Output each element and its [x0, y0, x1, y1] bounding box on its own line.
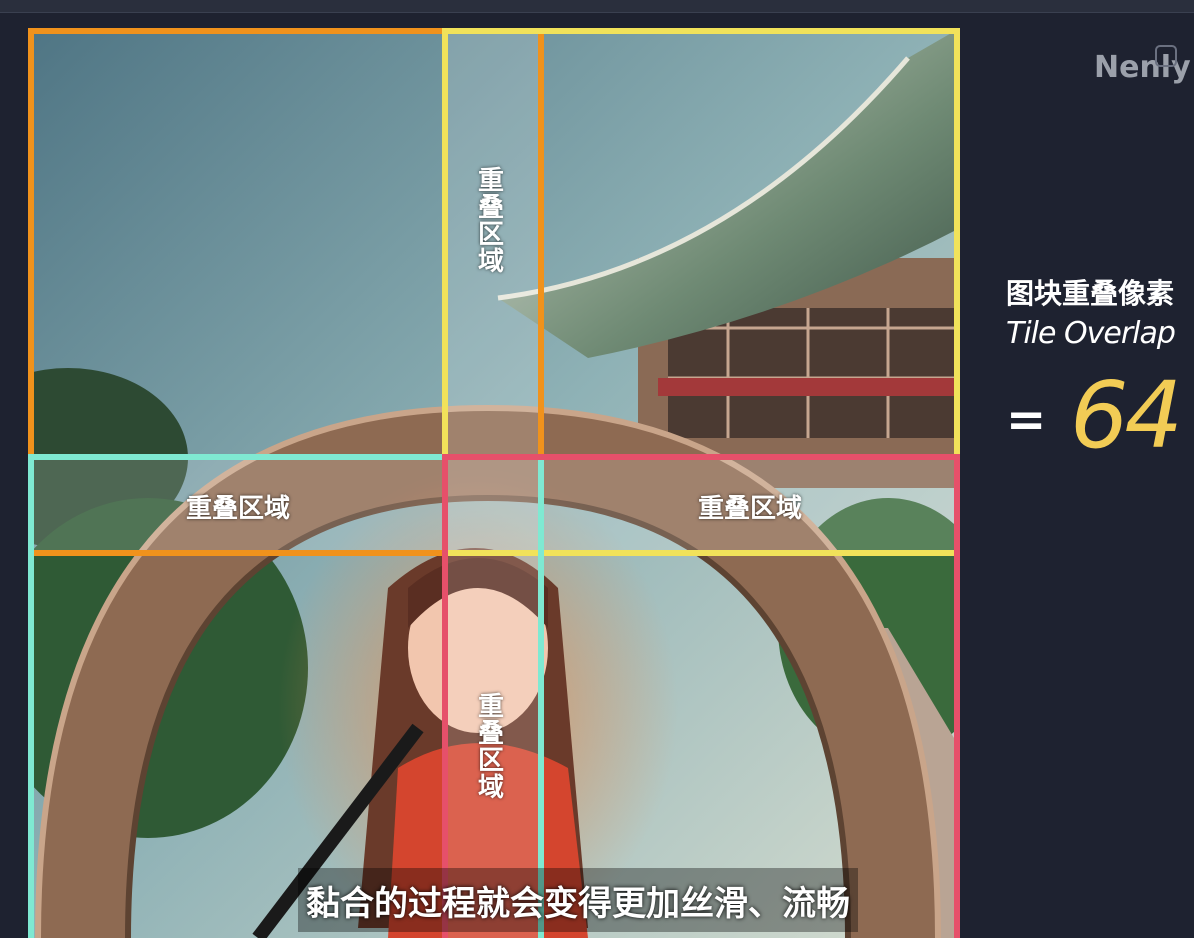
- tile-overlap-illustration: 重叠区域 重叠区域 重叠区域 重叠区域 黏合的过程就会变得更加丝滑、流畅: [28, 28, 960, 938]
- overlap-region-horizontal: [28, 454, 960, 550]
- overlap-value: 64: [1070, 362, 1183, 469]
- setting-title-cn: 图块重叠像素: [1006, 277, 1175, 310]
- overlap-label-top: 重叠区域: [477, 166, 504, 277]
- brand-mark-icon: [1155, 45, 1177, 67]
- setting-title-en: Tile Overlap: [1006, 316, 1176, 351]
- brand-logo: Nenly: [1094, 50, 1191, 85]
- subtitle-caption: 黏合的过程就会变得更加丝滑、流畅: [298, 868, 858, 932]
- overlap-label-bottom: 重叠区域: [477, 692, 504, 803]
- equals-sign: =: [1006, 392, 1047, 448]
- overlap-label-right: 重叠区域: [698, 494, 803, 524]
- top-bar: [0, 0, 1194, 13]
- scene-image: [28, 28, 960, 938]
- overlap-region-vertical: [442, 28, 538, 938]
- overlap-label-left: 重叠区域: [186, 494, 291, 524]
